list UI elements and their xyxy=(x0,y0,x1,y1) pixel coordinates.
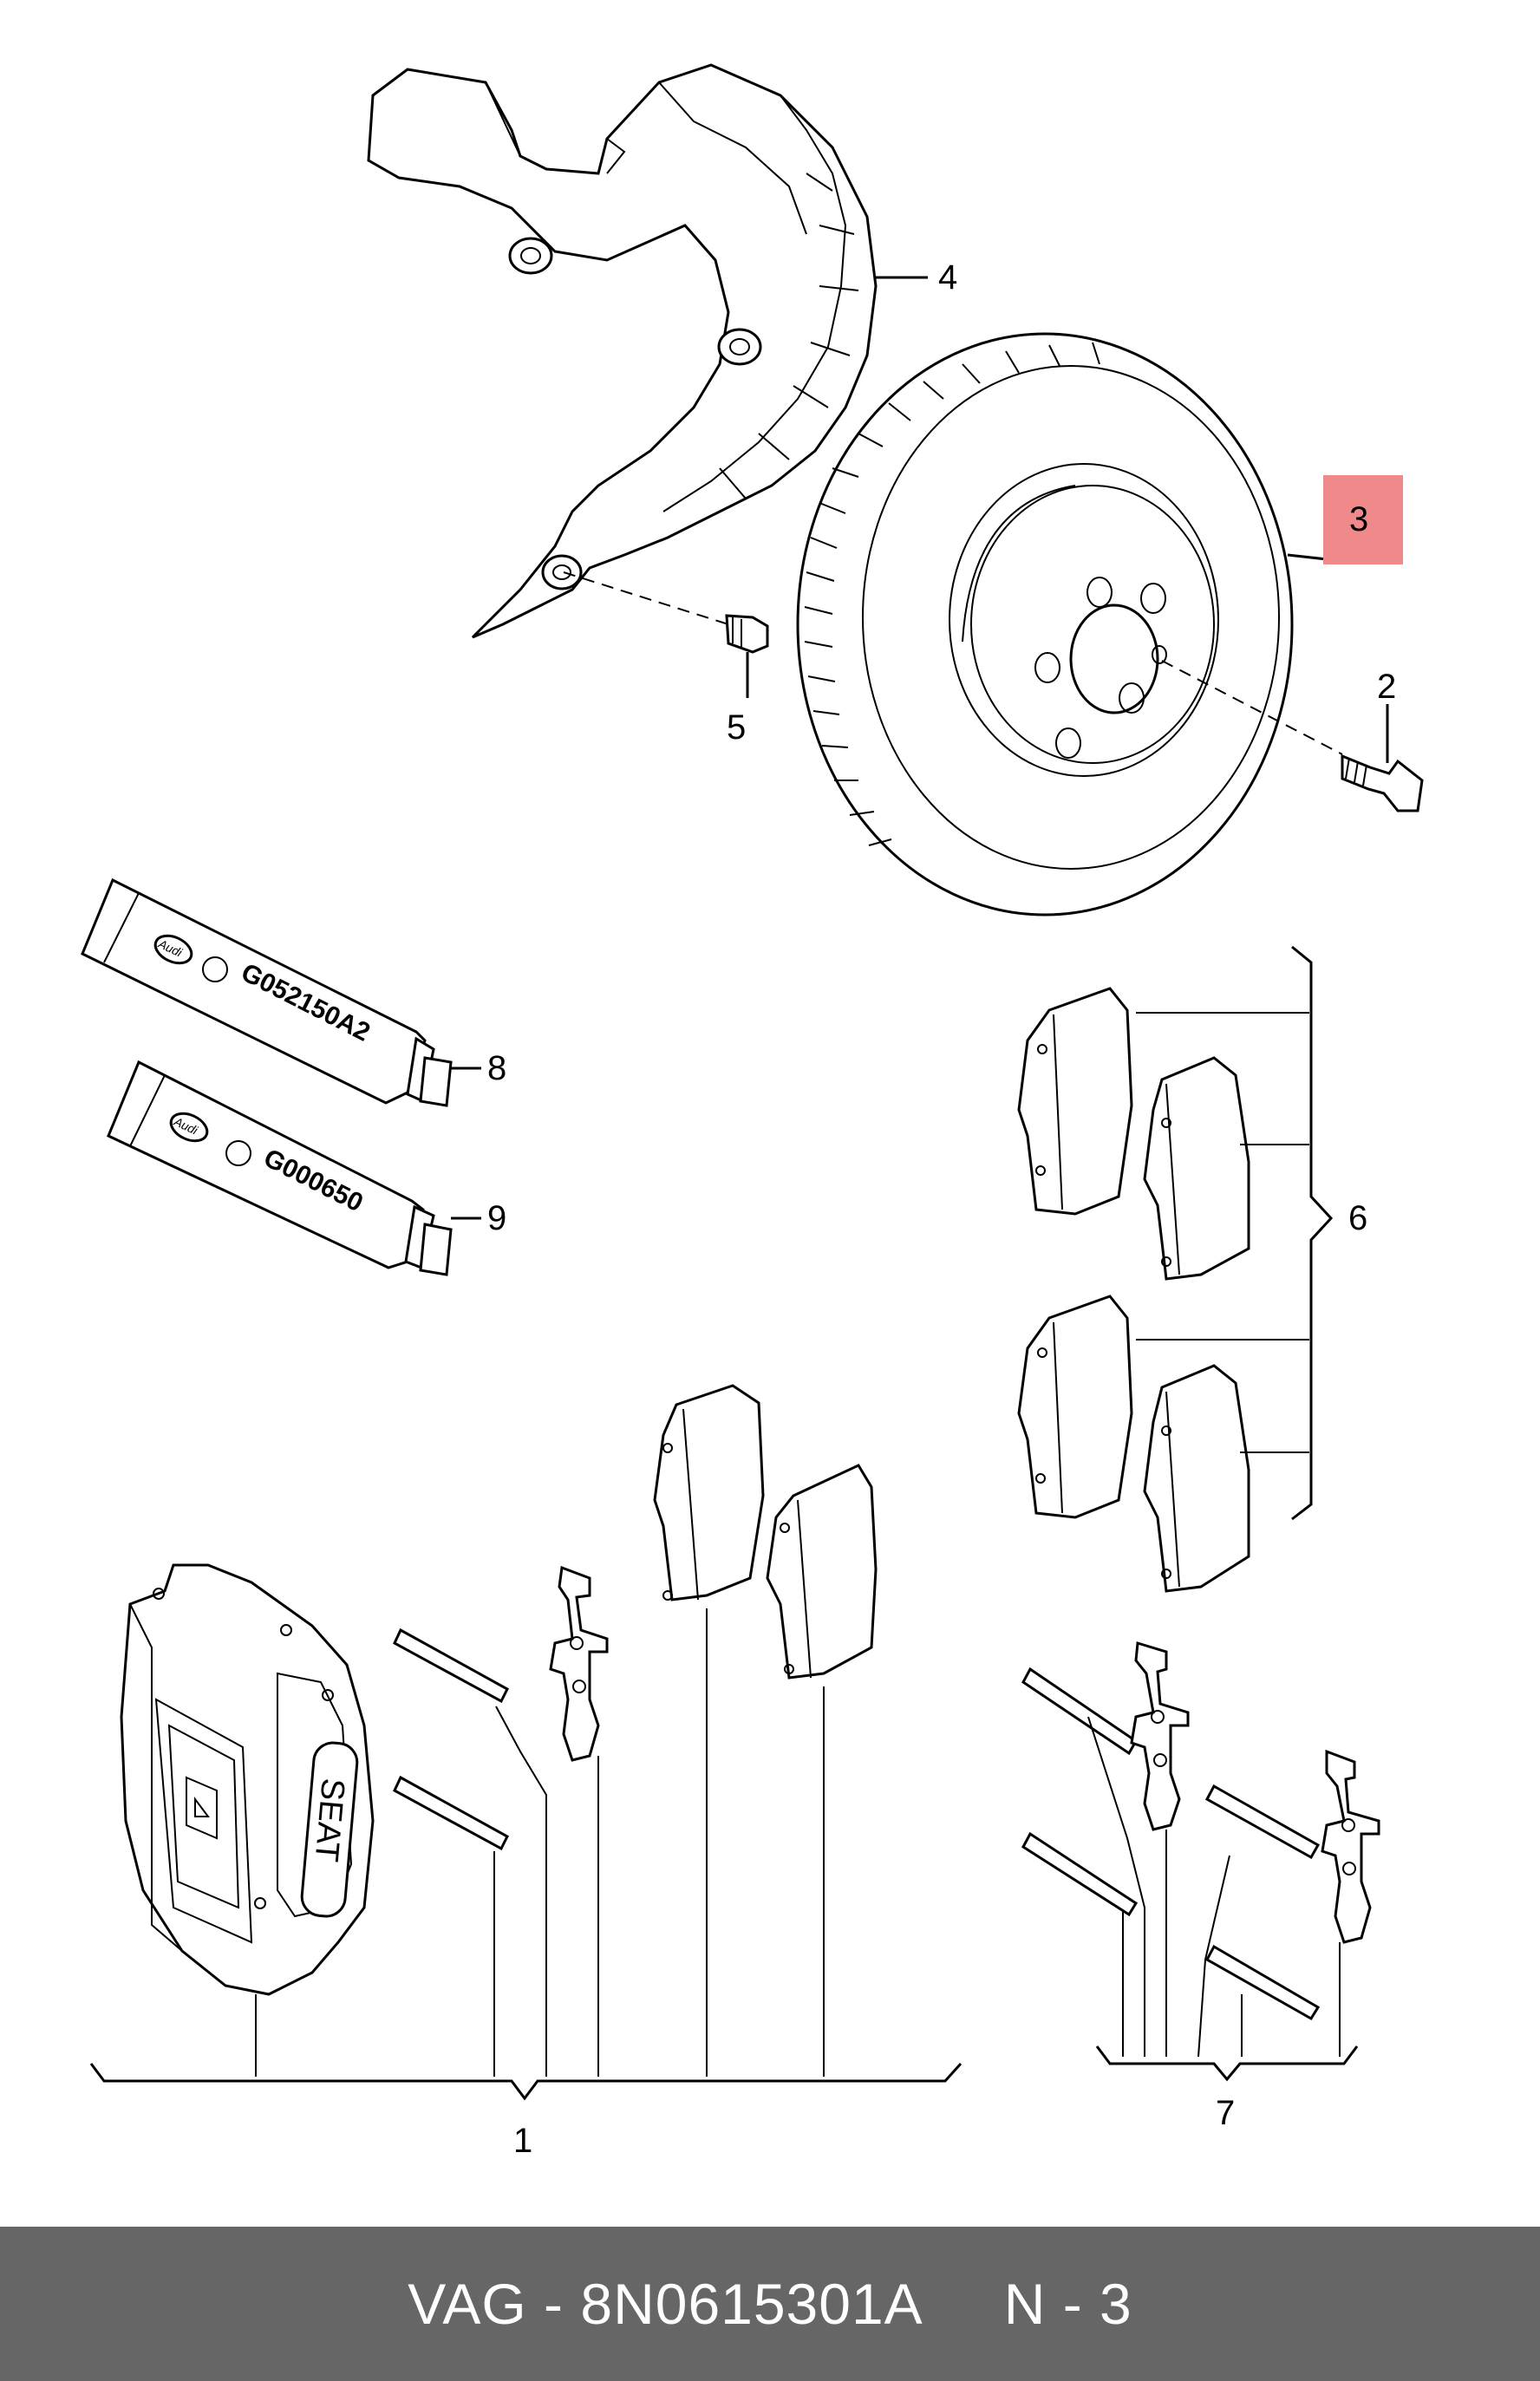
parts-diagram: 4 5 3 2 xyxy=(81,63,1424,2160)
footer-bar: VAG - 8N0615301A N - 3 xyxy=(0,2227,1540,2381)
grease-tube-part-9: Audi G000650 xyxy=(107,1060,481,1276)
caliper-badge: SEAT xyxy=(308,1777,351,1863)
callout-9: 9 xyxy=(487,1199,506,1237)
screw-part-2 xyxy=(1161,660,1424,812)
callout-5: 5 xyxy=(727,708,746,747)
callout-3: 3 xyxy=(1349,500,1368,538)
hardware-kit-part-7 xyxy=(1021,1641,1380,2082)
callout-3-highlight xyxy=(1323,475,1403,564)
callout-6: 6 xyxy=(1348,1199,1367,1237)
brake-pads-part-6 xyxy=(1017,945,1334,1593)
callout-4: 4 xyxy=(938,258,957,297)
splash-guard-part-4 xyxy=(367,63,928,639)
brake-disc-part-3 xyxy=(796,332,1328,917)
callout-1: 1 xyxy=(513,2122,532,2160)
footer-part-number: VAG - 8N0615301A N - 3 xyxy=(408,2272,1132,2336)
callout-8: 8 xyxy=(487,1049,506,1087)
brake-caliper-kit-part-1: SEAT xyxy=(89,1384,962,2101)
callout-7: 7 xyxy=(1216,2094,1235,2132)
bolt-part-5 xyxy=(563,571,769,698)
callout-2: 2 xyxy=(1377,668,1396,706)
